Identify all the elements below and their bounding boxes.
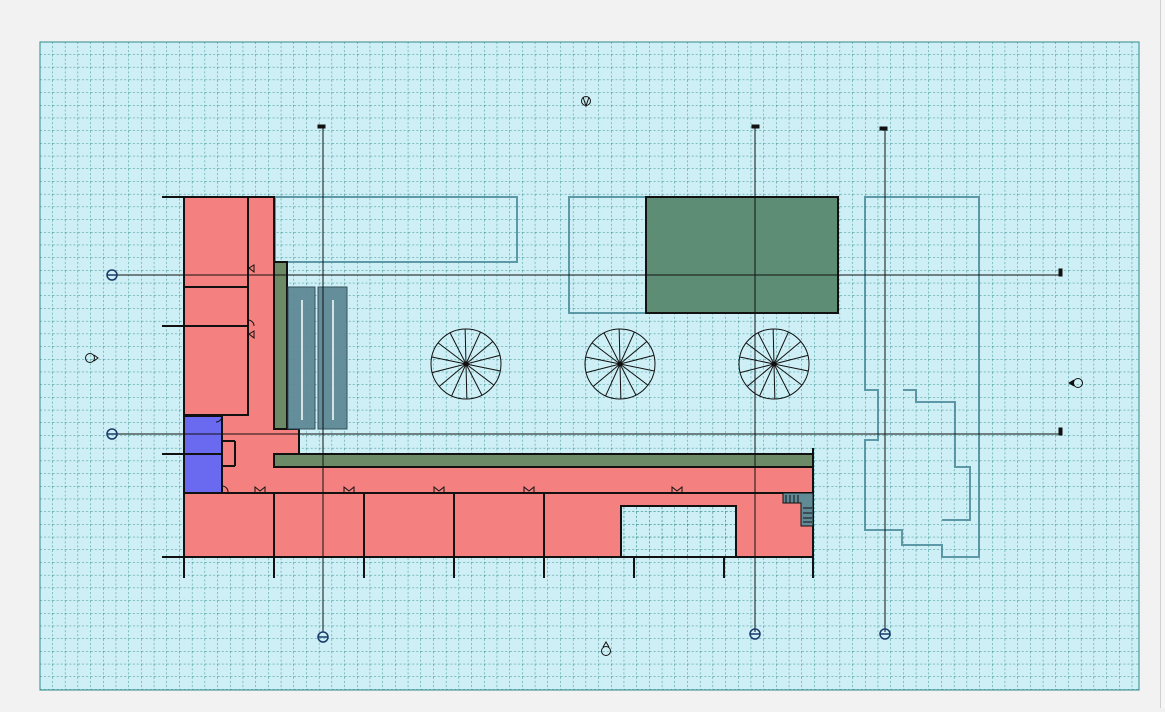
elevation-marker-icon[interactable]: [1068, 378, 1083, 388]
stairs: [782, 492, 814, 527]
trees: [430, 328, 810, 400]
wall-horizontal: [273, 453, 814, 468]
outline-area-3: [864, 196, 980, 558]
elevation-markers[interactable]: [85, 96, 1083, 656]
door-swings: [215, 264, 683, 494]
structural-grid: [112, 124, 1063, 632]
tree-icon: [738, 328, 810, 400]
courtyard-cutout: [620, 505, 737, 558]
elevation-marker-icon[interactable]: [601, 641, 611, 656]
building: [162, 196, 814, 578]
paved-pad: [645, 196, 839, 314]
elevation-marker-icon[interactable]: [581, 96, 591, 108]
wall-vertical: [273, 261, 288, 430]
tree-icon: [584, 328, 656, 400]
tree-icon: [430, 328, 502, 400]
bleachers: [287, 286, 348, 430]
window-edge: [1160, 0, 1165, 708]
grid-bubbles[interactable]: [106, 269, 891, 643]
elevation-marker-icon[interactable]: [85, 353, 99, 363]
